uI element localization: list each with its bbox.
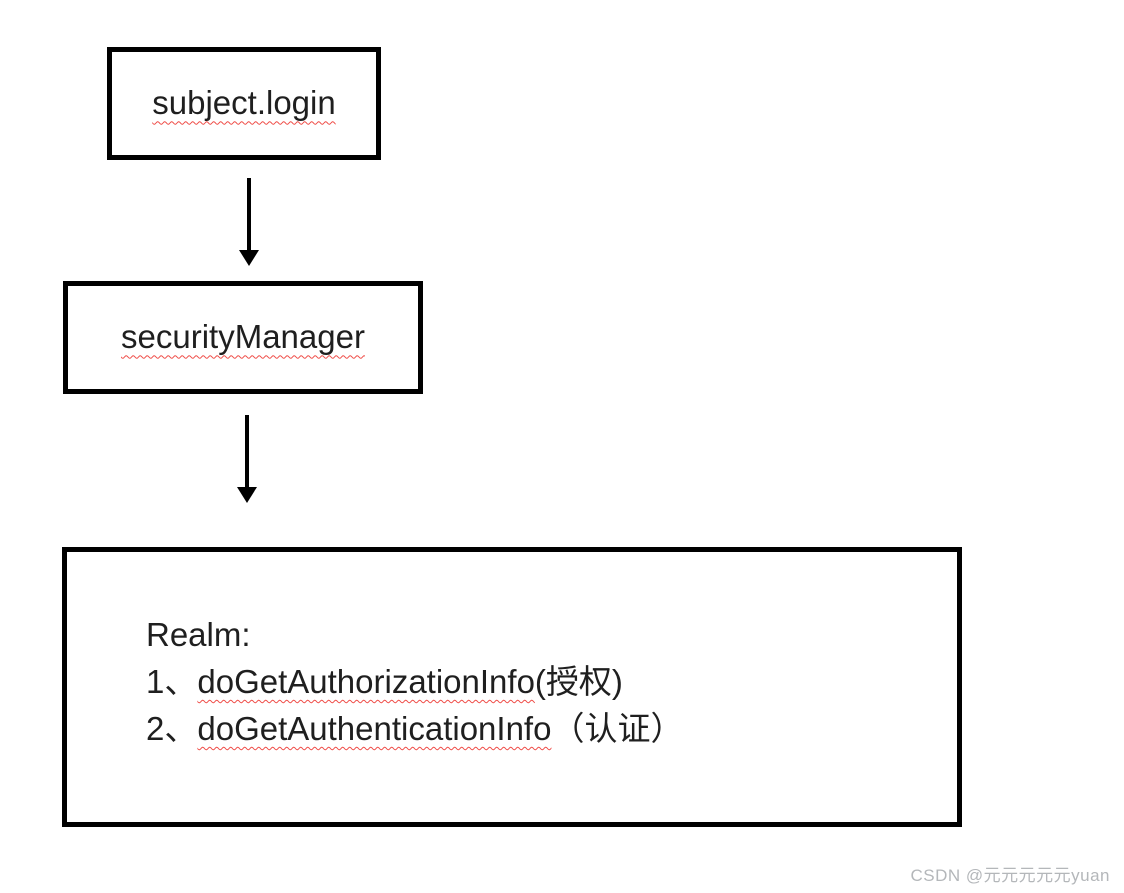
arrow-down-icon [239, 250, 259, 266]
csdn-watermark: CSDN @元元元元元yuan [910, 866, 1110, 885]
realm-item-suffix: （认证） [551, 710, 684, 747]
realm-item-number: 1、 [146, 663, 198, 700]
realm-title: Realm: [146, 616, 251, 653]
arrow-shaft [245, 415, 249, 487]
realm-item-method: doGetAuthorizationInfo [197, 663, 535, 700]
node-subject-login-label: subject.login [152, 84, 336, 122]
arrow-shaft [247, 178, 251, 250]
realm-item-authorization: 1、doGetAuthorizationInfo(授权) [146, 658, 957, 705]
realm-item-suffix: (授权) [534, 663, 623, 700]
node-security-manager-label: securityManager [121, 318, 365, 356]
realm-item-method: doGetAuthenticationInfo [197, 710, 552, 747]
realm-item-authentication: 2、doGetAuthenticationInfo（认证） [146, 705, 957, 752]
realm-content: Realm: 1、doGetAuthorizationInfo(授权) 2、do… [67, 552, 957, 752]
node-subject-login: subject.login [107, 47, 381, 160]
node-security-manager: securityManager [63, 281, 423, 394]
node-realm: Realm: 1、doGetAuthorizationInfo(授权) 2、do… [62, 547, 962, 827]
arrow-down-icon [237, 487, 257, 503]
realm-item-number: 2、 [146, 710, 198, 747]
